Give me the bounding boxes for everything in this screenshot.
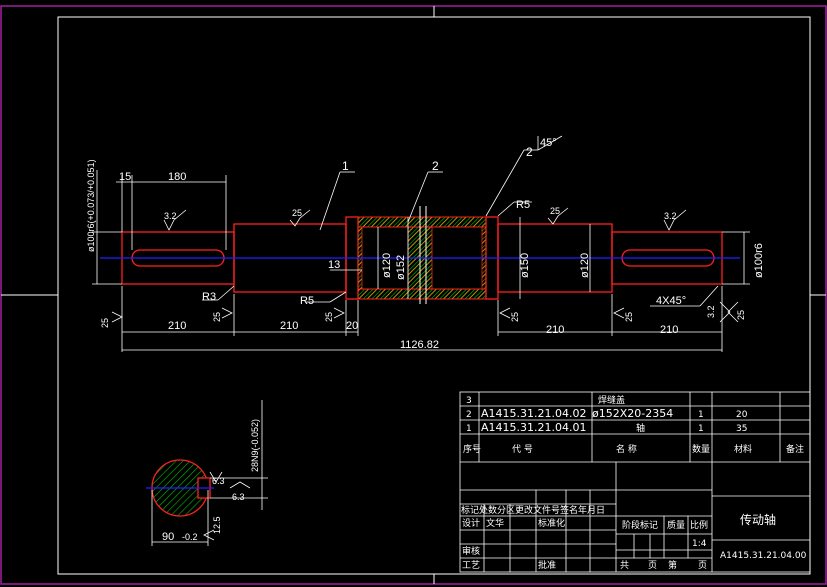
label-approve: 批准 <box>538 559 556 571</box>
hdr-code: 代 号 <box>512 444 533 455</box>
label-total: 共 <box>620 560 629 571</box>
dim-dia-152: ø152 <box>395 255 407 280</box>
hdr-name: 名 称 <box>616 443 637 455</box>
label-process: 工艺 <box>462 560 480 571</box>
keyway-depth-dim: 28N9(-0.052) <box>250 419 260 472</box>
bom-row1-no: 1 <box>466 424 472 434</box>
rough-3: 25 <box>550 206 560 216</box>
balloon-2a: 2 <box>432 159 439 173</box>
bom-row1-name: 轴 <box>636 422 645 434</box>
dim-180: 180 <box>168 171 186 183</box>
rough-11: 3.2 <box>706 305 716 318</box>
dim-dia-150: ø150 <box>519 253 531 278</box>
rough-14: 6.3 <box>212 476 225 486</box>
bom-row3-name: 焊缝盖 <box>598 394 625 406</box>
dim-20: 20 <box>346 320 358 332</box>
bom-row2-qty: 1 <box>698 410 704 420</box>
dim-210-d: 210 <box>660 324 678 336</box>
dim-dia-right: ø100r6 <box>753 243 765 278</box>
dim-chamfer: 4X45° <box>656 295 686 307</box>
rough-1: 3.2 <box>164 211 177 221</box>
keyway-width-dim: 90 <box>162 531 174 543</box>
dim-r3: R3 <box>202 291 216 303</box>
tube-section-bottom <box>357 288 487 300</box>
rough-4: 3.2 <box>664 211 677 221</box>
bom-row1-code: A1415.31.21.04.01 <box>481 421 587 434</box>
rough-7: 25 <box>324 312 334 322</box>
hdr-qty: 数量 <box>692 443 710 455</box>
drawing-code: A1415.31.21.04.00 <box>720 551 807 561</box>
rough-6: 25 <box>212 312 222 322</box>
bom-row1-qty: 1 <box>698 424 704 434</box>
section-view: 28N9(-0.052) 90 -0.2 6.3 12.5 6.3 <box>146 400 268 546</box>
dim-210-c: 210 <box>546 324 564 336</box>
roughness-symbols <box>111 207 739 323</box>
label-sheet: 第 <box>668 559 677 571</box>
dimension-lines <box>92 135 750 352</box>
dim-dia-120-a: ø120 <box>381 253 393 278</box>
dim-13: 13 <box>328 259 340 271</box>
rev-row: 标记处数分区更改文件号签名年月日 <box>461 504 605 516</box>
label-review: 审核 <box>462 545 480 557</box>
dim-total: 1126.82 <box>400 339 439 351</box>
title-block <box>459 391 811 573</box>
label-design-name: 文华 <box>486 517 504 529</box>
rough-2: 25 <box>292 208 302 218</box>
dim-15: 15 <box>119 171 131 183</box>
dim-r5-b: R5 <box>516 199 530 211</box>
dim-210-a: 210 <box>168 320 186 332</box>
dim-dia-120-b: ø120 <box>579 253 591 278</box>
hdr-remark: 备注 <box>786 443 804 455</box>
bom-row3-no: 3 <box>466 396 472 406</box>
hdr-no: 序号 <box>463 443 481 455</box>
balloon-2b: 2 <box>526 145 533 159</box>
bom-row2-code: A1415.31.21.04.02 <box>481 407 587 420</box>
bom-row2-no: 2 <box>466 410 472 420</box>
rough-5: 25 <box>100 318 110 328</box>
rough-12: 6.3 <box>232 492 245 502</box>
dim-210-b: 210 <box>280 320 298 332</box>
shaft-main-view <box>100 206 740 304</box>
label-scale: 比例 <box>690 519 708 531</box>
rough-10: 25 <box>736 310 746 320</box>
label-stage: 阶段标记 <box>622 519 658 531</box>
label-page: 页 <box>648 560 657 571</box>
bom-row2-material: 20 <box>736 410 748 420</box>
dim-weld-angle: 45° <box>540 137 557 149</box>
drawing-title: 传动轴 <box>740 512 776 527</box>
dim-left-diameter: ø100r6(+0.073/+0.051) <box>86 159 96 252</box>
bom-row2-name: ø152X20-2354 <box>592 407 673 420</box>
scale-value: 1:4 <box>692 539 707 549</box>
keyway-width-tol: -0.2 <box>182 532 198 542</box>
rough-9: 25 <box>624 312 634 322</box>
hdr-material: 材料 <box>734 443 752 455</box>
tube-section-top <box>357 216 487 228</box>
dim-r5-a: R5 <box>300 295 314 307</box>
label-standard: 标准化 <box>538 517 565 529</box>
label-design: 设计 <box>462 517 480 529</box>
bom-row1-material: 35 <box>736 424 747 434</box>
balloon-1: 1 <box>342 159 349 173</box>
label-mass: 质量 <box>667 519 685 531</box>
label-page2: 页 <box>698 560 707 571</box>
rough-8: 25 <box>510 312 520 322</box>
rough-13: 12.5 <box>212 516 222 534</box>
